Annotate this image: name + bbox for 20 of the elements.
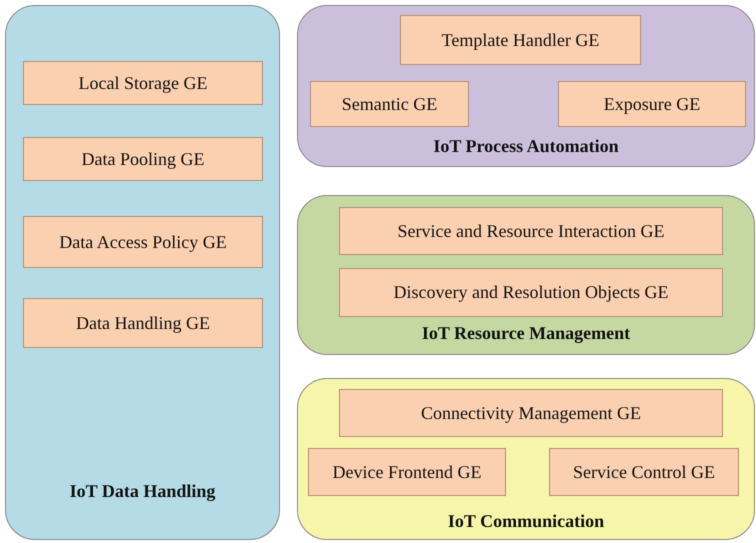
group-title: IoT Communication: [448, 511, 604, 532]
component-box: Data Pooling GE: [23, 137, 263, 181]
component-box: Discovery and Resolution Objects GE: [339, 268, 723, 317]
group-panel: [5, 5, 280, 540]
component-box: Service Control GE: [549, 448, 739, 496]
group-panel: [297, 378, 755, 540]
component-box: Data Handling GE: [23, 298, 263, 348]
component-box: Connectivity Management GE: [339, 389, 723, 437]
component-box: Device Frontend GE: [308, 448, 506, 496]
component-box: Semantic GE: [310, 81, 469, 127]
component-box: Exposure GE: [558, 81, 746, 127]
group-title: IoT Resource Management: [422, 323, 630, 344]
component-box: Local Storage GE: [23, 61, 263, 105]
component-box: Service and Resource Interaction GE: [339, 207, 723, 255]
group-panel: [297, 195, 755, 355]
group-title: IoT Data Handling: [70, 481, 216, 502]
component-box: Data Access Policy GE: [23, 216, 263, 268]
group-title: IoT Process Automation: [433, 136, 619, 157]
group-panel: [297, 5, 755, 167]
component-box: Template Handler GE: [400, 15, 641, 65]
